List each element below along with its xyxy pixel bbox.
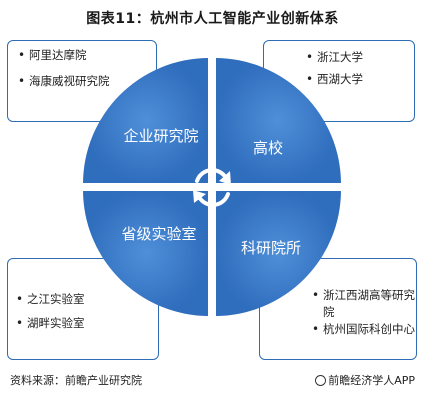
list-item-text: 湖畔实验室	[27, 316, 85, 330]
list-item: • 之江实验室	[16, 291, 157, 308]
list-item-text: 杭州国际科创中心	[323, 322, 415, 336]
bullet-icon: •	[312, 322, 320, 336]
enterprise-quadrant	[83, 58, 209, 184]
list-item: • 阿里达摩院	[18, 47, 157, 64]
list-item: • 西湖大学	[306, 71, 417, 88]
brand-logo-icon	[315, 375, 327, 386]
source-note: 资料来源：前瞻产业研究院	[10, 374, 142, 387]
diagram-title: 图表11：杭州市人工智能产业创新体系	[86, 11, 339, 27]
research-institute-quadrant	[215, 190, 341, 316]
provincial-lab-quadrant	[83, 190, 209, 316]
research-institute-label: 科研院所	[240, 239, 301, 257]
cycle-arrows-icon	[195, 168, 230, 207]
bullet-icon: •	[312, 288, 320, 302]
list-item-text: 海康威视研究院	[29, 74, 110, 88]
provincial-lab-label: 省级实验室	[121, 225, 197, 243]
list-item-text: 浙江西湖高等研究院	[323, 288, 415, 319]
list-item: • 杭州国际科创中心	[312, 321, 421, 338]
brand-attribution: 前瞻经济学人APP	[315, 372, 415, 388]
list-item: • 浙江西湖高等研究院	[312, 287, 421, 321]
list-item: • 海康威视研究院	[18, 73, 129, 90]
bullet-icon: •	[16, 292, 24, 306]
list-item-text: 西湖大学	[317, 72, 363, 86]
list-item: • 湖畔实验室	[16, 315, 157, 332]
brand-name: 前瞻经济学人APP	[328, 374, 415, 387]
university-label: 高校	[252, 139, 283, 157]
enterprise-label: 企业研究院	[123, 127, 199, 145]
bullet-icon: •	[16, 316, 24, 330]
university-quadrant	[215, 58, 341, 184]
list-item-text: 浙江大学	[317, 50, 363, 64]
list-item-text: 阿里达摩院	[29, 48, 87, 62]
bullet-icon: •	[18, 48, 26, 62]
list-item: • 浙江大学	[306, 49, 417, 66]
university-list-box: • 浙江大学 • 西湖大学	[263, 40, 415, 122]
bullet-icon: •	[18, 74, 26, 88]
bullet-icon: •	[306, 72, 314, 86]
bullet-icon: •	[306, 50, 314, 64]
list-item-text: 之江实验室	[27, 292, 85, 306]
